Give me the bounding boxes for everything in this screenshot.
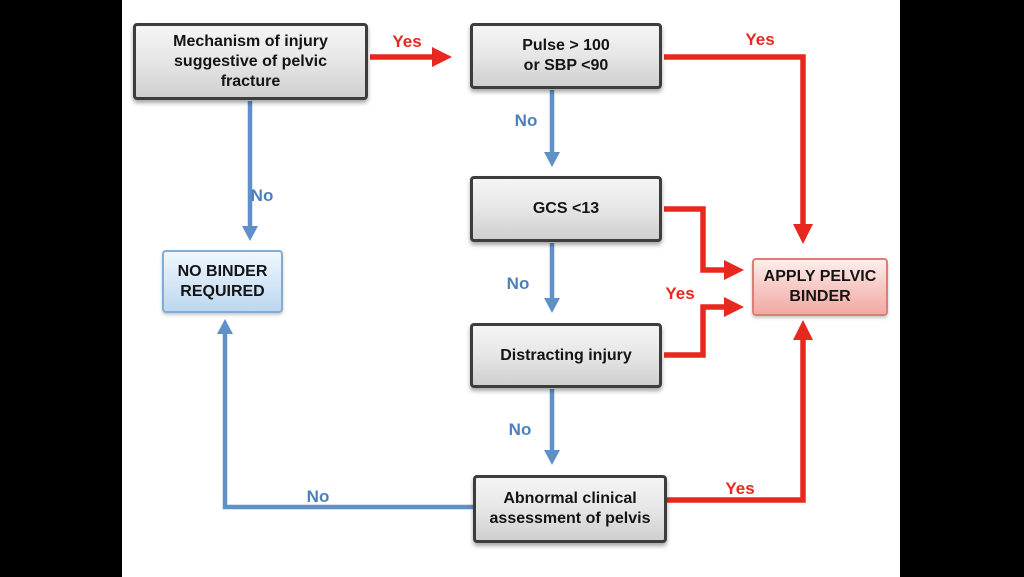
edge-distracting-applybinder-yes: [664, 297, 744, 358]
edge-label-no-abnormal: No: [306, 487, 330, 506]
edge-label-yes-mechanism: Yes: [392, 32, 422, 51]
node-label-line: Distracting injury: [500, 346, 632, 364]
node-label-line: assessment of pelvis: [489, 510, 651, 527]
edge-abnormal-nobinder-no: [217, 319, 473, 510]
node-label-line: NO BINDER: [177, 262, 268, 280]
node-label-line: or SBP <90: [523, 57, 609, 74]
edge-label-no-mechanism: No: [250, 186, 274, 205]
node-no-binder-required: NO BINDER REQUIRED: [162, 250, 283, 313]
node-label-line: Pulse > 100: [522, 37, 610, 54]
node-label-line: GCS <13: [532, 200, 600, 217]
node-mechanism-of-injury: Mechanism of injury suggestive of pelvic…: [133, 23, 368, 100]
flowchart-edges: [217, 47, 813, 510]
node-pulse-sbp: Pulse > 100 or SBP <90: [470, 23, 662, 89]
node-gcs: GCS <13: [470, 176, 662, 242]
node-distracting-injury: Distracting injury: [470, 323, 662, 388]
edge-label-yes-pulse: Yes: [745, 30, 775, 49]
node-apply-pelvic-binder: APPLY PELVIC BINDER: [752, 258, 888, 316]
edge-label-yes-abnormal: Yes: [725, 479, 755, 498]
edge-abnormal-applybinder-yes: [667, 320, 813, 503]
node-label-line: fracture: [220, 72, 281, 90]
edge-label-no-gcs: No: [506, 274, 530, 293]
node-label-line: REQUIRED: [180, 282, 265, 300]
edge-label-no-pulse: No: [514, 111, 538, 130]
node-label-line: BINDER: [789, 288, 851, 305]
node-label-line: APPLY PELVIC: [763, 268, 877, 285]
node-label-line: Abnormal clinical: [503, 490, 637, 507]
edge-label-yes-gcs-distracting: Yes: [665, 284, 695, 303]
edge-pulse-applybinder-yes: [664, 54, 813, 244]
edge-label-no-distracting: No: [508, 420, 532, 439]
node-abnormal-assessment: Abnormal clinical assessment of pelvis: [473, 475, 667, 543]
node-label-line: Mechanism of injury: [173, 32, 328, 50]
node-label-line: suggestive of pelvic: [174, 52, 327, 70]
flowchart-canvas: Mechanism of injury suggestive of pelvic…: [122, 0, 900, 577]
edge-gcs-applybinder-yes: [664, 206, 744, 280]
